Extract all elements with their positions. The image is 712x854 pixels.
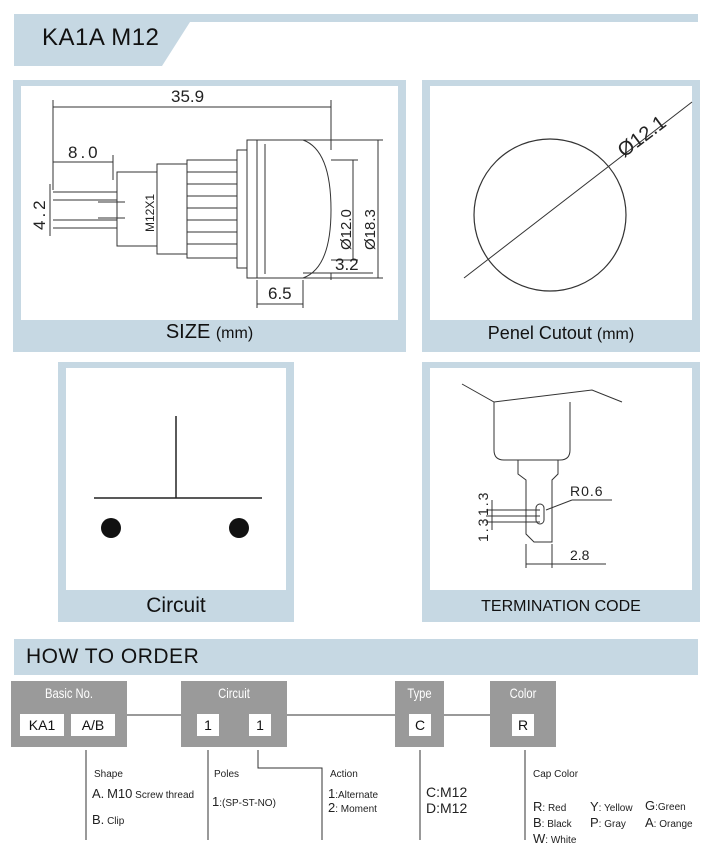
type-box: Type C bbox=[395, 681, 444, 747]
order-connectors bbox=[85, 714, 526, 840]
shape-option-a: A. M10 Screw thread bbox=[92, 786, 195, 801]
type-option-c: C:M12 bbox=[426, 784, 468, 800]
cap-color-green: G:Green bbox=[645, 798, 686, 813]
cap-color-gray: P: Gray bbox=[590, 815, 626, 830]
color-code: R bbox=[512, 714, 534, 736]
basic-code-ab: A/B bbox=[71, 714, 115, 736]
type-option-d: D:M12 bbox=[426, 800, 468, 816]
dim-pin-gap: 4.2 bbox=[30, 197, 49, 230]
cutout-diameter: Ø12.1 bbox=[614, 112, 671, 162]
action-option-1: 1:Alternate bbox=[328, 786, 379, 801]
size-caption: SIZE bbox=[165, 321, 211, 343]
how-to-order-bar: HOW TO ORDER bbox=[14, 639, 698, 675]
dim-outer-diameter: Ø18.3 bbox=[362, 209, 379, 250]
circuit-symbol bbox=[94, 416, 262, 538]
term-h2: 1.3 bbox=[475, 517, 491, 542]
cutout-unit: (mm) bbox=[596, 326, 635, 343]
dim-cap-height: 3.2 bbox=[335, 255, 359, 274]
size-drawing: 35.9 8.0 3.2 6.5 4.2 M12X1 Ø12.0 Ø18.3 bbox=[30, 87, 383, 308]
cutout-caption: Penel Cutout bbox=[487, 323, 592, 343]
shape-title: Shape bbox=[94, 769, 123, 780]
circuit-label: Circuit bbox=[218, 685, 250, 701]
color-box: Color R bbox=[490, 681, 556, 747]
title-banner bbox=[14, 14, 698, 66]
how-to-order-title: HOW TO ORDER bbox=[26, 645, 200, 668]
dim-inner-diameter: Ø12.0 bbox=[338, 209, 355, 250]
page-title: KA1A M12 bbox=[42, 24, 160, 51]
dim-thread: M12X1 bbox=[143, 194, 157, 232]
cap-color-red: R: Red bbox=[533, 799, 567, 814]
term-width: 2.8 bbox=[570, 547, 590, 563]
termination-caption: TERMINATION CODE bbox=[481, 598, 641, 615]
circuit-caption: Circuit bbox=[146, 594, 206, 617]
termination-drawing: R0.6 2.8 1.3 1.3 bbox=[461, 383, 623, 568]
poles-title: Poles bbox=[214, 769, 240, 780]
cap-color-orange: A: Orange bbox=[645, 815, 693, 830]
type-label: Type bbox=[407, 685, 432, 701]
shape-option-b: B. Clip bbox=[92, 812, 125, 827]
basic-code-ka1: KA1 bbox=[20, 714, 64, 736]
cutout-drawing: Ø12.1 bbox=[463, 101, 693, 292]
type-code: C bbox=[409, 714, 431, 736]
cap-color-yellow: Y: Yellow bbox=[590, 799, 633, 814]
term-h1: 1.3 bbox=[475, 491, 491, 516]
term-radius: R0.6 bbox=[570, 483, 604, 499]
color-label: Color bbox=[509, 685, 537, 701]
dim-nut-width: 6.5 bbox=[268, 284, 292, 303]
poles-option: 1:(SP-ST-NO) bbox=[212, 794, 276, 809]
termination-panel: TERMINATION CODE bbox=[422, 362, 700, 622]
cap-color-black: B: Black bbox=[533, 815, 572, 830]
circuit-code-2: 1 bbox=[249, 714, 271, 736]
circuit-box: Circuit 1 1 bbox=[181, 681, 287, 747]
circuit-code-1: 1 bbox=[197, 714, 219, 736]
size-panel: SIZE (mm) bbox=[13, 80, 406, 352]
dim-pin-length: 8.0 bbox=[68, 143, 101, 162]
dim-overall: 35.9 bbox=[171, 87, 204, 106]
action-title: Action bbox=[330, 769, 358, 780]
basic-no-label: Basic No. bbox=[45, 685, 93, 701]
size-unit: (mm) bbox=[215, 325, 254, 342]
cap-color-title: Cap Color bbox=[533, 769, 579, 780]
cap-color-white: W: White bbox=[533, 831, 577, 846]
basic-no-box: Basic No. KA1 A/B bbox=[11, 681, 127, 747]
action-option-2: 2: Moment bbox=[328, 800, 377, 815]
cutout-panel: Penel Cutout (mm) bbox=[422, 80, 700, 352]
